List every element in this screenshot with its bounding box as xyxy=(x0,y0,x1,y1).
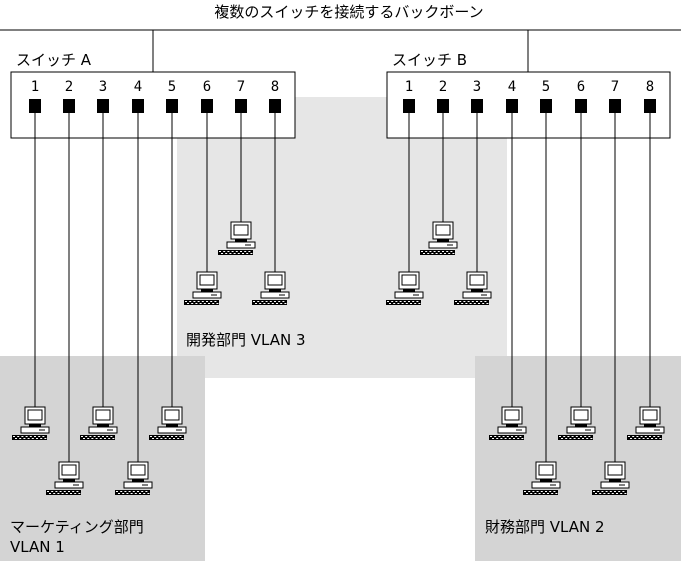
desktop-computer-icon xyxy=(523,461,561,495)
switch-port-icon xyxy=(540,99,552,113)
port-label: 2 xyxy=(439,79,447,95)
port-label: 3 xyxy=(473,79,481,95)
port-label: 3 xyxy=(99,79,107,95)
port-label: 5 xyxy=(542,79,550,95)
switch-port-icon xyxy=(132,99,144,113)
switch-port-icon xyxy=(506,99,518,113)
desktop-computer-icon xyxy=(149,406,187,440)
vlan-finance-label: 財務部門 VLAN 2 xyxy=(485,518,605,536)
switch-port-icon xyxy=(29,99,41,113)
port-label: 8 xyxy=(646,79,654,95)
switch-port-icon xyxy=(471,99,483,113)
desktop-computer-icon xyxy=(558,406,596,440)
desktop-computer-icon xyxy=(184,271,222,305)
switch-port-icon xyxy=(166,99,178,113)
port-label: 7 xyxy=(611,79,619,95)
port-label: 1 xyxy=(405,79,413,95)
desktop-computer-icon xyxy=(252,271,290,305)
port-label: 7 xyxy=(237,79,245,95)
switch-port-icon xyxy=(609,99,621,113)
desktop-computer-icon xyxy=(12,406,50,440)
switch-port-icon xyxy=(644,99,656,113)
switch-ports xyxy=(29,99,656,113)
vlan-dev-label: 開発部門 VLAN 3 xyxy=(186,331,306,349)
desktop-computer-icon xyxy=(46,461,84,495)
vlan-marketing-name: マーケティング部門 xyxy=(10,518,144,536)
desktop-computer-icon xyxy=(218,221,256,255)
switch-port-icon xyxy=(235,99,247,113)
port-label: 6 xyxy=(203,79,211,95)
port-label: 8 xyxy=(271,79,279,95)
desktop-computer-icon xyxy=(80,406,118,440)
desktop-computer-icon xyxy=(454,271,492,305)
port-label: 2 xyxy=(65,79,73,95)
desktop-computer-icon xyxy=(592,461,630,495)
switch-b xyxy=(386,71,671,139)
port-label: 4 xyxy=(134,79,142,95)
computers xyxy=(12,221,665,495)
switch-port-icon xyxy=(575,99,587,113)
desktop-computer-icon xyxy=(386,271,424,305)
desktop-computer-icon xyxy=(489,406,527,440)
port-label: 5 xyxy=(168,79,176,95)
port-label: 1 xyxy=(31,79,39,95)
port-label: 6 xyxy=(577,79,585,95)
vlan-region-finance xyxy=(475,356,681,561)
switch-port-icon xyxy=(437,99,449,113)
switch-a-port-labels: 1 2 3 4 5 6 7 8 xyxy=(31,79,279,95)
desktop-computer-icon xyxy=(420,221,458,255)
desktop-computer-icon xyxy=(627,406,665,440)
desktop-computer-icon xyxy=(115,461,153,495)
backbone-label: 複数のスイッチを接続するバックボーン xyxy=(214,3,483,21)
port-label: 4 xyxy=(508,79,516,95)
switch-b-port-labels: 1 2 3 4 5 6 7 8 xyxy=(405,79,654,95)
switch-a xyxy=(10,71,296,139)
switch-port-icon xyxy=(201,99,213,113)
switch-port-icon xyxy=(403,99,415,113)
switch-port-icon xyxy=(269,99,281,113)
backbone-line xyxy=(0,29,681,72)
switch-port-icon xyxy=(97,99,109,113)
vlan-marketing-id: VLAN 1 xyxy=(10,538,65,556)
cables xyxy=(34,113,651,462)
switch-b-label: スイッチ B xyxy=(392,51,467,69)
switch-a-label: スイッチ A xyxy=(16,51,92,69)
switch-port-icon xyxy=(63,99,75,113)
